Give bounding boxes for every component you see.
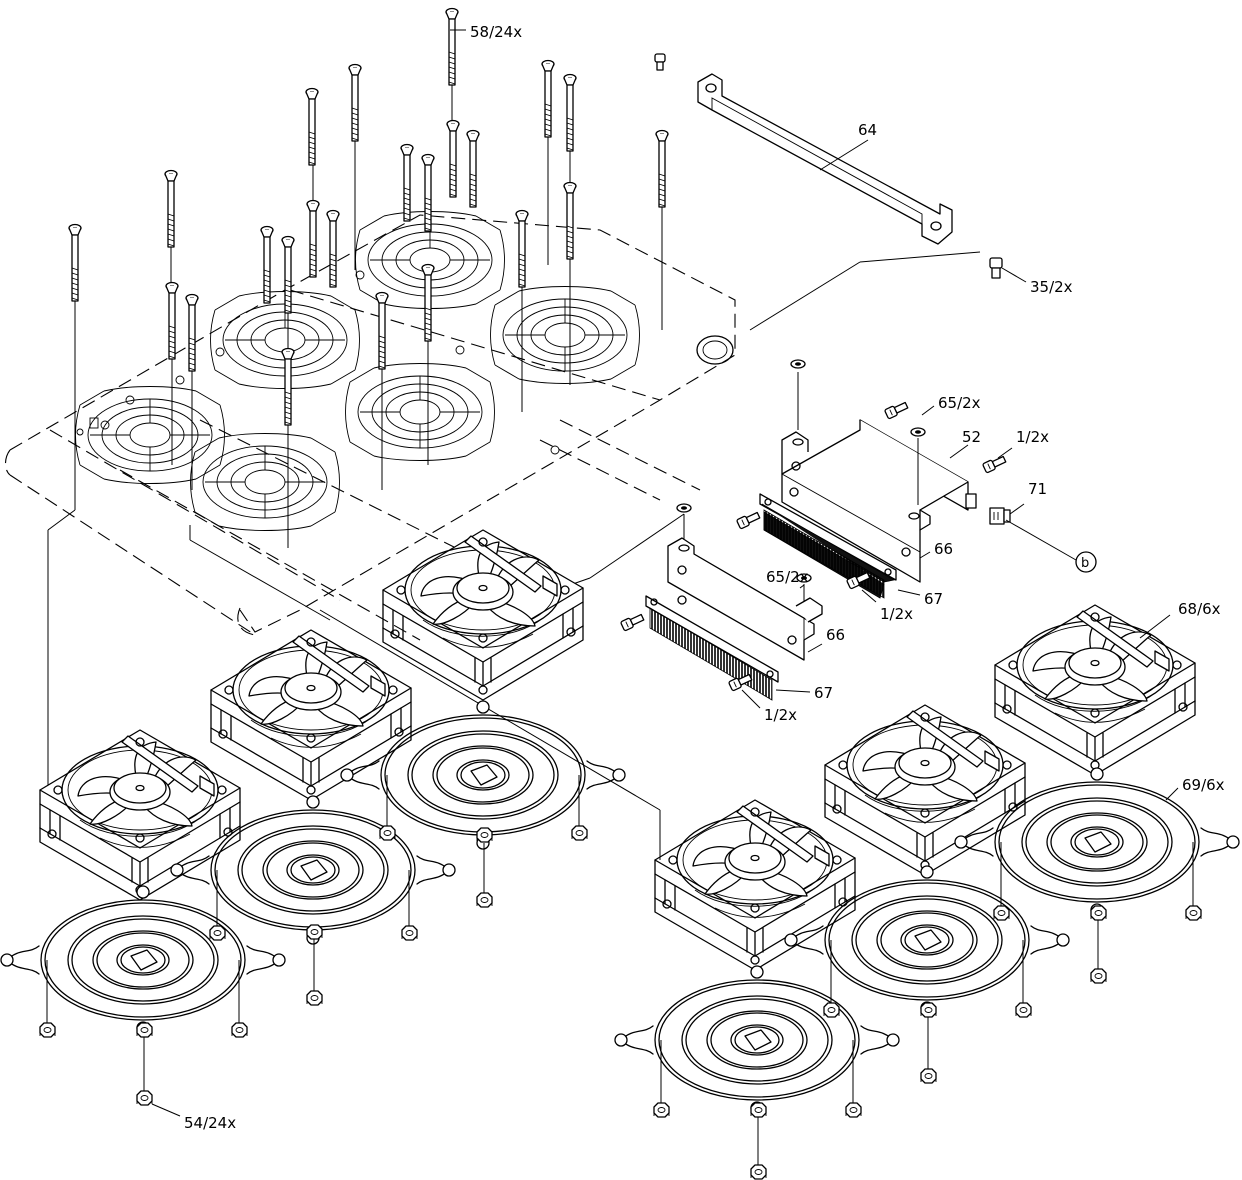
reference-circle: b xyxy=(1075,551,1097,573)
support-bracket xyxy=(654,53,1003,331)
mounting-plate-phantom xyxy=(4,211,736,641)
cover-plate-lower xyxy=(469,503,823,661)
label-connector: 71 xyxy=(1028,480,1047,498)
brush-strip-lower xyxy=(619,595,779,701)
label-lower-brush: 67 xyxy=(814,684,833,702)
reference-circle-letter: b xyxy=(1081,556,1089,571)
brush-strip-upper xyxy=(735,493,897,599)
fan-axis-lines xyxy=(319,609,661,860)
long-screws xyxy=(68,7,669,426)
label-mid-plate: 66 xyxy=(934,540,953,558)
label-upper-small-screw: 1/2x xyxy=(1016,428,1049,446)
label-lower-small-screw: 1/2x xyxy=(764,706,797,724)
label-nut: 54/24x xyxy=(184,1114,236,1132)
nuts xyxy=(39,775,1202,1180)
label-grille: 69/6x xyxy=(1182,776,1225,794)
label-mid-brush: 67 xyxy=(924,590,943,608)
label-bracket-screw: 35/2x xyxy=(1030,278,1073,296)
screw-axis-lines xyxy=(47,85,663,785)
label-upper-screw: 65/2x xyxy=(938,394,981,412)
label-long-screw: 58/24x xyxy=(470,23,522,41)
callout-leaders xyxy=(151,29,1179,1117)
label-mid-small-screw: 1/2x xyxy=(880,605,913,623)
label-mid-screw: 65/2x xyxy=(766,568,809,586)
connector xyxy=(989,507,1077,561)
label-bracket: 64 xyxy=(858,121,877,139)
fans xyxy=(39,529,1196,971)
cover-plate-upper xyxy=(781,359,1007,583)
label-lower-plate: 66 xyxy=(826,626,845,644)
label-fan: 68/6x xyxy=(1178,600,1221,618)
label-upper-plate: 52 xyxy=(962,428,981,446)
